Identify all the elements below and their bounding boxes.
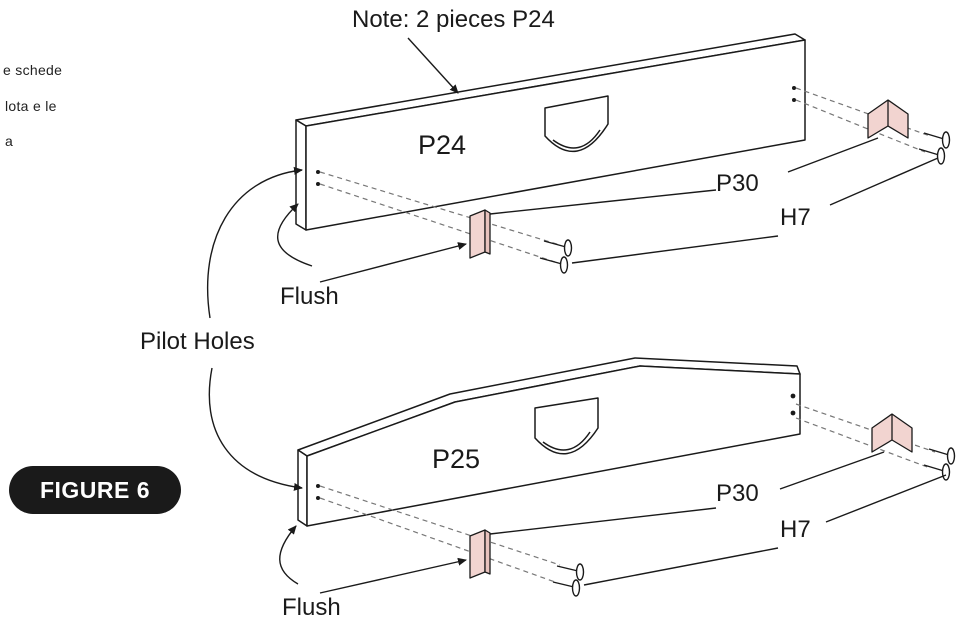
- bracket-p30-left-top: [469, 209, 491, 259]
- screws-h7-bottom-left: [552, 563, 585, 597]
- board-p24-cutout: [544, 95, 609, 153]
- leader-lines-top: [276, 37, 939, 283]
- flush-label-top: Flush: [280, 283, 339, 310]
- flush-label-bottom: Flush: [282, 594, 341, 621]
- board-p25: [297, 357, 801, 527]
- part-label-p25: P25: [432, 444, 481, 474]
- bracket-p30-left-bottom: [469, 529, 491, 579]
- figure-badge: FIGURE 6: [9, 466, 181, 514]
- side-text-line-2: lota e le: [5, 98, 57, 114]
- screws-h7-top-right: [918, 131, 951, 165]
- pilot-holes-label: Pilot Holes: [140, 328, 255, 355]
- leader-lines-bottom: [279, 451, 947, 594]
- part-label-p24: P24: [418, 130, 467, 160]
- dashed-lines-p25: [319, 403, 936, 583]
- screws-h7-bottom-right: [923, 447, 956, 481]
- screw-label-top: H7: [780, 204, 811, 231]
- board-p24: [295, 33, 806, 231]
- side-text-line-3: a: [5, 133, 14, 149]
- bracket-label-top: P30: [716, 170, 759, 197]
- board-p24-end-face: [295, 119, 307, 231]
- side-text-line-1: e schede: [3, 62, 63, 78]
- bracket-p30-right-bottom: [871, 413, 913, 453]
- bracket-label-bottom: P30: [716, 480, 759, 507]
- pilot-holes-p24: [316, 86, 796, 186]
- pilot-holes-p25: [316, 393, 796, 500]
- bracket-p30-right-top: [867, 99, 909, 139]
- board-p25-cutout: [534, 397, 599, 455]
- screw-label-bottom: H7: [780, 516, 811, 543]
- pilot-holes-leaders: [206, 166, 303, 491]
- note-label: Note: 2 pieces P24: [352, 6, 555, 33]
- screws-h7-top-left: [539, 239, 573, 274]
